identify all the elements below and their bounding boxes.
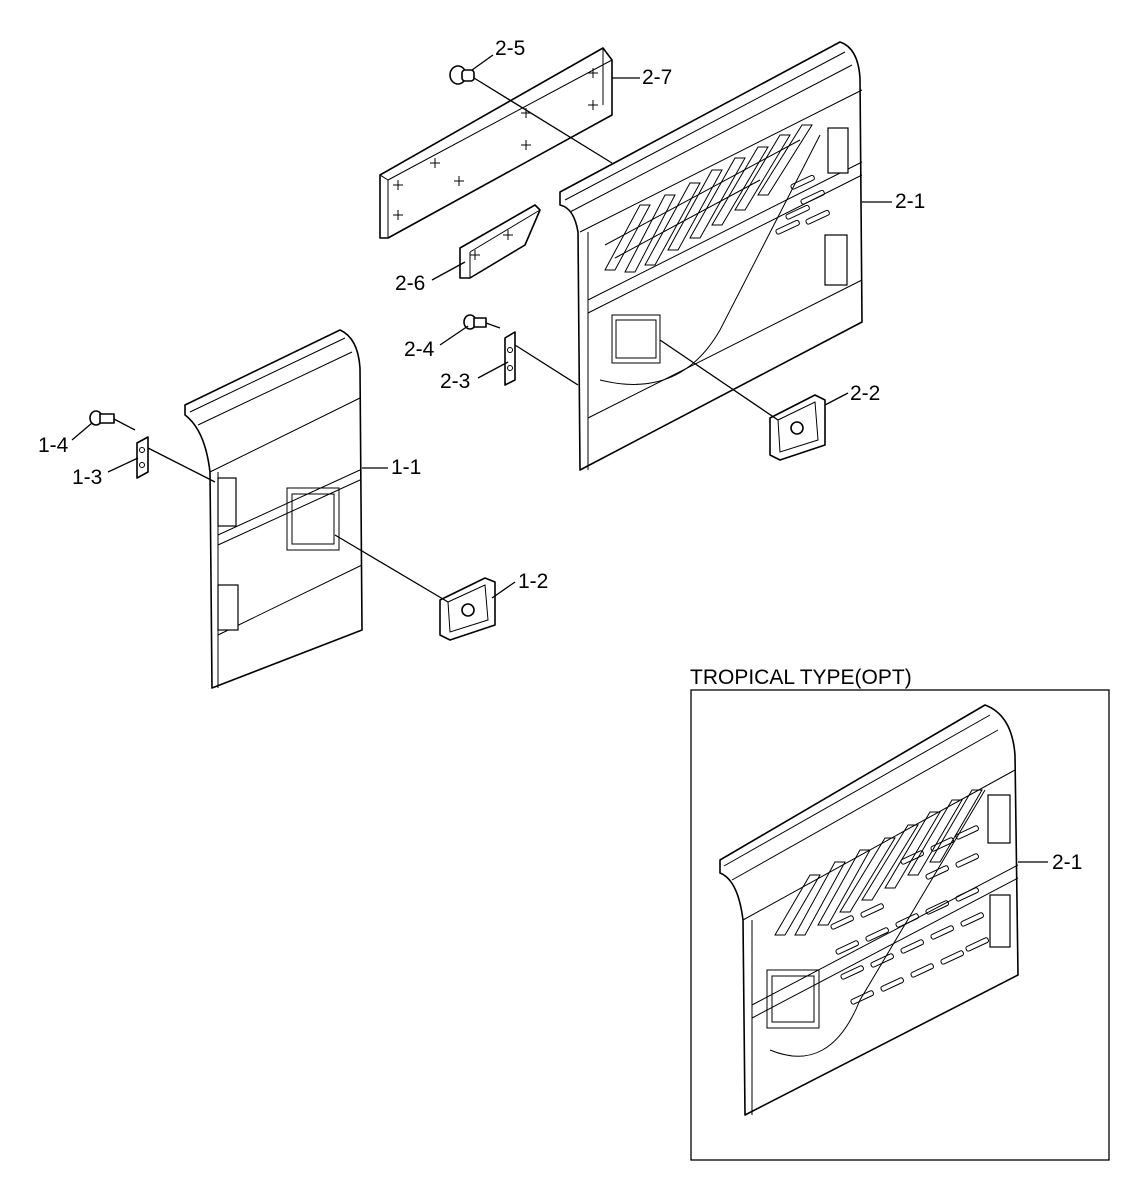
part-2-1-door-panel — [559, 41, 863, 471]
label-2-2: 2-2 — [850, 382, 880, 405]
label-2-4: 2-4 — [404, 338, 435, 361]
label-2-6: 2-6 — [395, 272, 425, 295]
part-1-2-lock — [334, 534, 496, 641]
vent-slots — [604, 124, 813, 273]
inset-title: TROPICAL TYPE(OPT) — [690, 666, 912, 689]
label-2-5: 2-5 — [495, 37, 525, 60]
inset-frame — [690, 689, 1110, 1161]
label-1-2: 1-2 — [518, 570, 548, 593]
part-2-7-plate — [379, 47, 613, 239]
part-2-3-bracket — [504, 331, 579, 386]
leader-lines — [71, 54, 892, 599]
label-2-3: 2-3 — [440, 370, 470, 393]
part-2-2-lock — [659, 339, 826, 461]
vent-holes — [775, 174, 830, 235]
inset-vent-slots — [774, 789, 983, 936]
label-2-1-opt: 2-1 — [1052, 851, 1082, 874]
label-2-1: 2-1 — [895, 190, 925, 213]
part-1-1-door-panel — [184, 329, 363, 689]
part-1-4-bolt — [89, 410, 136, 431]
part-2-6-wedge — [459, 204, 541, 279]
tropical-type-inset: TROPICAL TYPE(OPT) — [690, 666, 1110, 1161]
part-1-3-bracket — [136, 436, 216, 483]
label-1-1: 1-1 — [391, 456, 421, 479]
label-1-3: 1-3 — [72, 466, 102, 489]
part-2-5-screw — [449, 65, 613, 164]
label-2-7: 2-7 — [642, 66, 672, 89]
part-2-4-bolt — [463, 314, 501, 330]
inset-door-panel — [719, 704, 1019, 1116]
label-1-4: 1-4 — [38, 434, 69, 457]
inset-vent-holes — [830, 825, 989, 1005]
